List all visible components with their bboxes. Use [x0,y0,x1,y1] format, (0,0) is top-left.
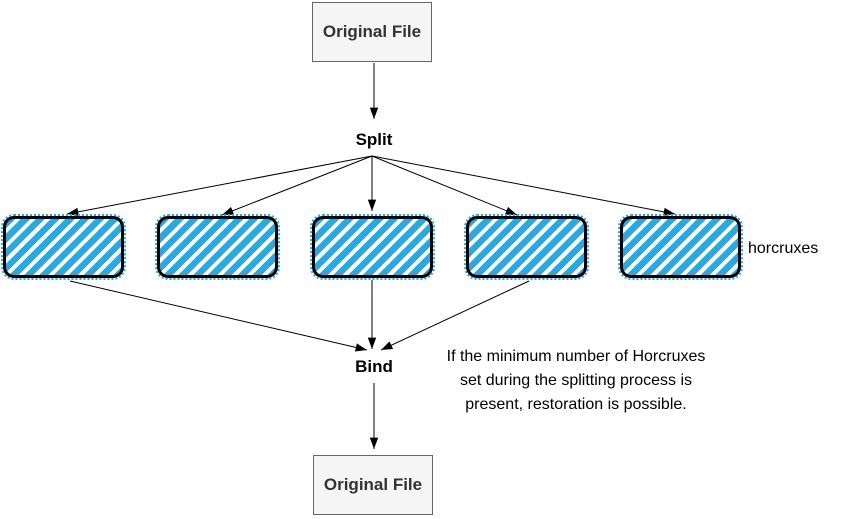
restoration-note: If the minimum number of Horcruxes set d… [426,345,726,417]
original-file-top-node: Original File [312,2,432,62]
horcruxes-label: horcruxes [748,240,819,257]
horcrux-box-5 [618,214,743,280]
original-file-top-label: Original File [322,22,422,41]
edge-split-to-horcrux-4 [371,155,518,216]
edge-split-to-horcrux-2 [221,155,373,216]
original-file-bottom-node: Original File [313,455,433,515]
bind-step-label: Bind [355,357,393,376]
horcrux-box-2 [155,214,280,280]
original-file-bottom-label: Original File [323,475,423,494]
horcrux-box-1 [1,214,126,280]
horcrux-box-4 [464,214,589,280]
edge-split-to-horcrux-5 [371,155,676,216]
split-step-label: Split [355,130,393,149]
horcrux-box-3 [310,214,435,280]
edge-split-to-horcrux-1 [66,155,373,216]
restoration-note-line-3: present, restoration is possible. [465,396,687,413]
edge-horcrux-4-to-bind [380,280,530,351]
restoration-note-line-1: If the minimum number of Horcruxes [446,348,706,365]
restoration-note-line-2: set during the splitting process is [459,372,693,389]
edge-horcrux-1-to-bind [69,280,368,352]
